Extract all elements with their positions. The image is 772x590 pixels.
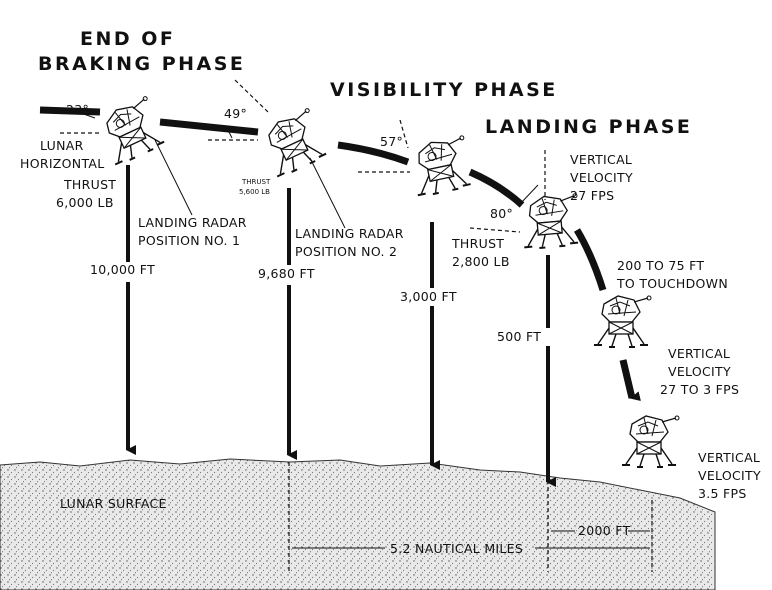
distance-markers bbox=[288, 462, 653, 572]
vertical-velocity-label: VELOCITY bbox=[668, 364, 731, 379]
vertical-velocity-label: VELOCITY bbox=[570, 170, 633, 185]
lunar-module-5 bbox=[593, 295, 652, 348]
braking-phase-heading-2: BRAKING PHASE bbox=[38, 53, 245, 75]
braking-phase-heading: END OF bbox=[80, 28, 175, 50]
lunar-horizontal-label: HORIZONTAL bbox=[20, 156, 105, 171]
altitude-label: 10,000 FT bbox=[90, 262, 155, 277]
vertical-velocity-label: 27 FPS bbox=[570, 188, 614, 203]
thrust-label: 2,800 LB bbox=[452, 254, 510, 269]
touchdown-label: 200 TO 75 FT bbox=[617, 258, 704, 273]
altitude-label: 500 FT bbox=[497, 329, 541, 344]
angle-label: 23° bbox=[66, 102, 89, 117]
vertical-velocity-label: VERTICAL bbox=[570, 152, 632, 167]
radar-position-label: LANDING RADAR bbox=[295, 226, 404, 241]
lunar-horizontal-label: LUNAR bbox=[40, 138, 84, 153]
vertical-velocity-label: VERTICAL bbox=[668, 346, 730, 361]
trajectory bbox=[39, 106, 641, 402]
radar-position-label: LANDING RADAR bbox=[138, 215, 247, 230]
angle-label: 57° bbox=[380, 134, 403, 149]
lunar-module-2 bbox=[255, 106, 331, 180]
lunar-module-1 bbox=[93, 94, 169, 168]
radar-position-label: POSITION NO. 2 bbox=[295, 244, 397, 259]
thrust-label: THRUST bbox=[63, 177, 116, 192]
vertical-velocity-label: VERTICAL bbox=[698, 450, 760, 465]
angle-label: 49° bbox=[224, 106, 247, 121]
altitude-label: 3,000 FT bbox=[400, 289, 457, 304]
thrust-label: 5,600 LB bbox=[239, 188, 270, 196]
thrust-label: THRUST bbox=[241, 178, 271, 186]
lunar-module-6 bbox=[621, 415, 680, 468]
landing-phase-heading: LANDING PHASE bbox=[485, 116, 692, 138]
radar-position-label: POSITION NO. 1 bbox=[138, 233, 240, 248]
angle-references bbox=[60, 79, 546, 233]
altitude-label: 9,680 FT bbox=[258, 266, 315, 281]
distance-long-label: 5.2 NAUTICAL MILES bbox=[390, 541, 523, 556]
vertical-velocity-label: 27 TO 3 FPS bbox=[660, 382, 739, 397]
lunar-surface bbox=[0, 458, 716, 590]
visibility-phase-heading: VISIBILITY PHASE bbox=[330, 79, 558, 101]
angle-label: 80° bbox=[490, 206, 513, 221]
vertical-velocity-label: 3.5 FPS bbox=[698, 486, 747, 501]
touchdown-label: TO TOUCHDOWN bbox=[616, 276, 728, 291]
thrust-label: THRUST bbox=[451, 236, 504, 251]
thrust-label: 6,000 LB bbox=[56, 195, 114, 210]
distance-short-label: 2000 FT bbox=[578, 523, 631, 538]
lunar-surface-label: LUNAR SURFACE bbox=[60, 496, 167, 511]
lunar-module-3 bbox=[406, 134, 475, 199]
vertical-velocity-label: VELOCITY bbox=[698, 468, 761, 483]
